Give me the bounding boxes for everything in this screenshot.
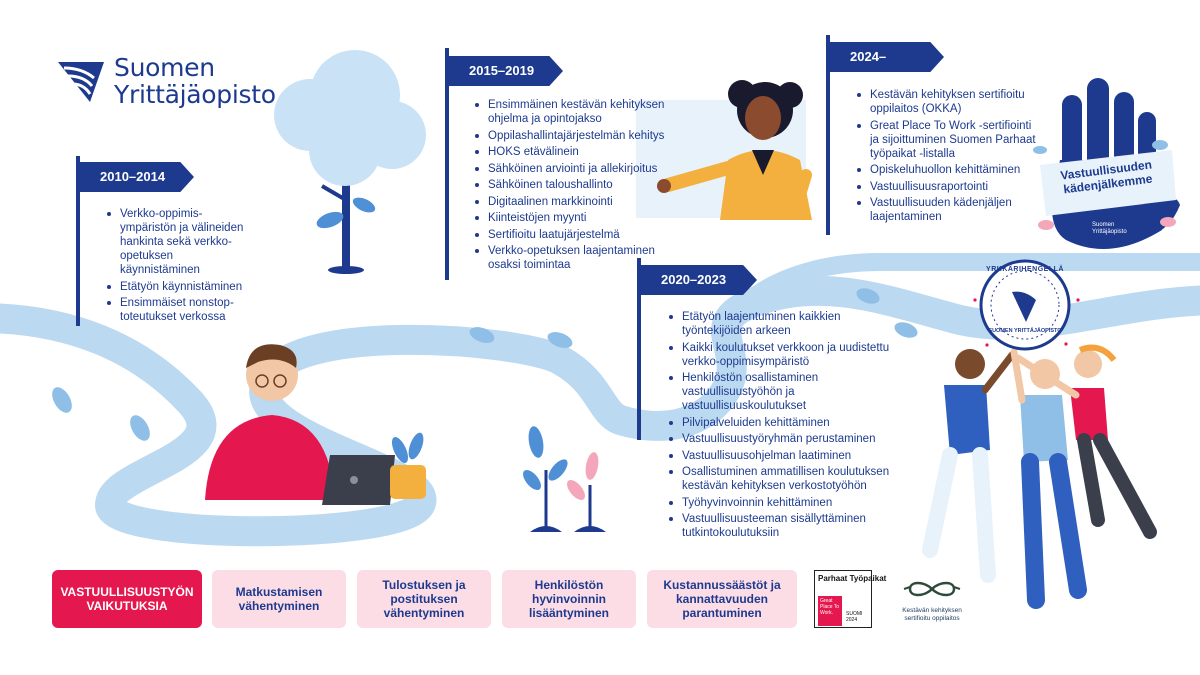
logo-line-1: Suomen xyxy=(114,53,215,82)
gptw-meta: SUOMI 2024 xyxy=(846,611,863,623)
milestone-list-2020: Etätyön laajentuminen kaikkien työntekij… xyxy=(668,310,898,543)
hand-logo: Suomen Yrittäjäopisto xyxy=(1092,222,1127,236)
winding-path-upper xyxy=(721,253,1200,329)
laptop-worker-illustration xyxy=(205,344,426,505)
wave-logo-icon xyxy=(58,62,104,102)
milestone-item: Great Place To Work -sertifiointi ja sij… xyxy=(856,119,1036,161)
period-flag-2020: 2020–2023 xyxy=(641,265,757,295)
milestone-list-2015: Ensimmäinen kestävän kehityksen ohjelma … xyxy=(474,98,684,275)
flag-pole-2020 xyxy=(637,258,641,440)
milestone-item: Sertifioitu laatujärjestelmä xyxy=(474,228,684,242)
period-flag-2015: 2015–2019 xyxy=(449,56,563,86)
milestone-item: Osallistuminen ammatillisen koulutuksen … xyxy=(668,465,898,493)
milestone-item: Ensimmäinen kestävän kehityksen ohjelma … xyxy=(474,98,684,126)
milestone-item: Etätyön laajentuminen kaikkien työntekij… xyxy=(668,310,898,338)
milestone-item: Vastuullisuustyöryhmän perustaminen xyxy=(668,432,898,446)
milestone-item: Verkko-opetuksen laajentaminen osaksi to… xyxy=(474,244,684,272)
okka-certificate: Kestävän kehityksen sertifioitu oppilait… xyxy=(896,578,968,623)
hand-illustration xyxy=(1033,78,1180,249)
milestone-item: Verkko-oppimis-ympäristön ja välineiden … xyxy=(106,207,256,277)
logo-line-2: Yrittäjäopisto xyxy=(114,80,276,109)
footprints xyxy=(52,288,918,441)
flag-pole-2024 xyxy=(826,35,830,235)
milestone-item: Vastuullisuusraportointi xyxy=(856,180,1036,194)
badge-top-text: YRKKÄRIHENGELLÄ xyxy=(986,266,1064,273)
milestone-item: Kestävän kehityksen sertifioitu oppilait… xyxy=(856,88,1036,116)
flag-pole-2015 xyxy=(445,48,449,280)
milestone-item: Digitaalinen markkinointi xyxy=(474,195,684,209)
tree-illustration xyxy=(274,50,426,274)
decorative-dots xyxy=(973,298,1080,347)
flag-pole-2010 xyxy=(76,156,80,326)
milestone-item: Sähköinen taloushallinto xyxy=(474,178,684,192)
impact-card-travel: Matkustamisen vähentyminen xyxy=(212,570,346,628)
milestone-item: Vastuullisuusohjelman laatiminen xyxy=(668,449,898,463)
period-flag-2010: 2010–2014 xyxy=(80,162,194,192)
milestone-item: Etätyön käynnistäminen xyxy=(106,280,256,294)
infinity-leaf-icon xyxy=(903,581,961,597)
impacts-heading: VASTUULLISUUSTYÖN VAIKUTUKSIA xyxy=(52,570,202,628)
milestone-item: Henkilöstön osallistaminen vastuullisuus… xyxy=(668,371,898,413)
milestone-item: Työhyvinvoinnin kehittäminen xyxy=(668,496,898,510)
milestone-item: Opiskeluhuollon kehittäminen xyxy=(856,163,1036,177)
impact-card-wellbeing: Henkilöstön hyvinvoinnin lisääntyminen xyxy=(502,570,636,628)
milestone-item: Kiinteistöjen myynti xyxy=(474,211,684,225)
hand-logo-line-1: Suomen xyxy=(1092,222,1115,228)
milestone-item: Ensimmäiset nonstop-toteutukset verkossa xyxy=(106,296,256,324)
milestone-item: Vastuullisuuden kädenjäljen laajentamine… xyxy=(856,196,1036,224)
milestone-item: Sähköinen arviointi ja allekirjoitus xyxy=(474,162,684,176)
period-flag-2024: 2024– xyxy=(830,42,944,72)
team-high-five-illustration xyxy=(922,344,1157,609)
milestone-item: Oppilashallintajärjestelmän kehitys xyxy=(474,129,684,143)
winding-path xyxy=(0,275,1200,547)
milestone-item: Vastuullisuusteeman sisällyttäminen tutk… xyxy=(668,512,898,540)
impact-card-printing: Tulostuksen ja postituksen vähentyminen xyxy=(357,570,491,628)
milestone-item: HOKS etävälinein xyxy=(474,145,684,159)
spirit-badge xyxy=(979,259,1071,351)
presenter-illustration xyxy=(636,80,812,220)
gptw-title: Parhaat Työpaikat xyxy=(818,574,887,583)
okka-label: Kestävän kehityksen sertifioitu oppilait… xyxy=(902,607,962,622)
badge-bottom-text: SUOMEN YRITTÄJÄOPISTO xyxy=(988,328,1062,334)
impact-card-savings: Kustannussäästöt ja kannattavuuden paran… xyxy=(647,570,797,628)
gptw-certificate: Parhaat Työpaikat Great Place To Work. S… xyxy=(814,570,886,628)
milestone-list-2010: Verkko-oppimis-ympäristön ja välineiden … xyxy=(106,207,256,327)
brand-logo[interactable]: Suomen Yrittäjäopisto xyxy=(56,54,276,108)
milestone-item: Kaikki koulutukset verkkoon ja uudistett… xyxy=(668,341,898,369)
gptw-badge: Great Place To Work. xyxy=(818,596,842,626)
milestone-item: Pilvipalveluiden kehittäminen xyxy=(668,416,898,430)
sprouts-illustration xyxy=(523,426,606,532)
hand-logo-line-2: Yrittäjäopisto xyxy=(1092,229,1127,235)
milestone-list-2024: Kestävän kehityksen sertifioitu oppilait… xyxy=(856,88,1036,227)
